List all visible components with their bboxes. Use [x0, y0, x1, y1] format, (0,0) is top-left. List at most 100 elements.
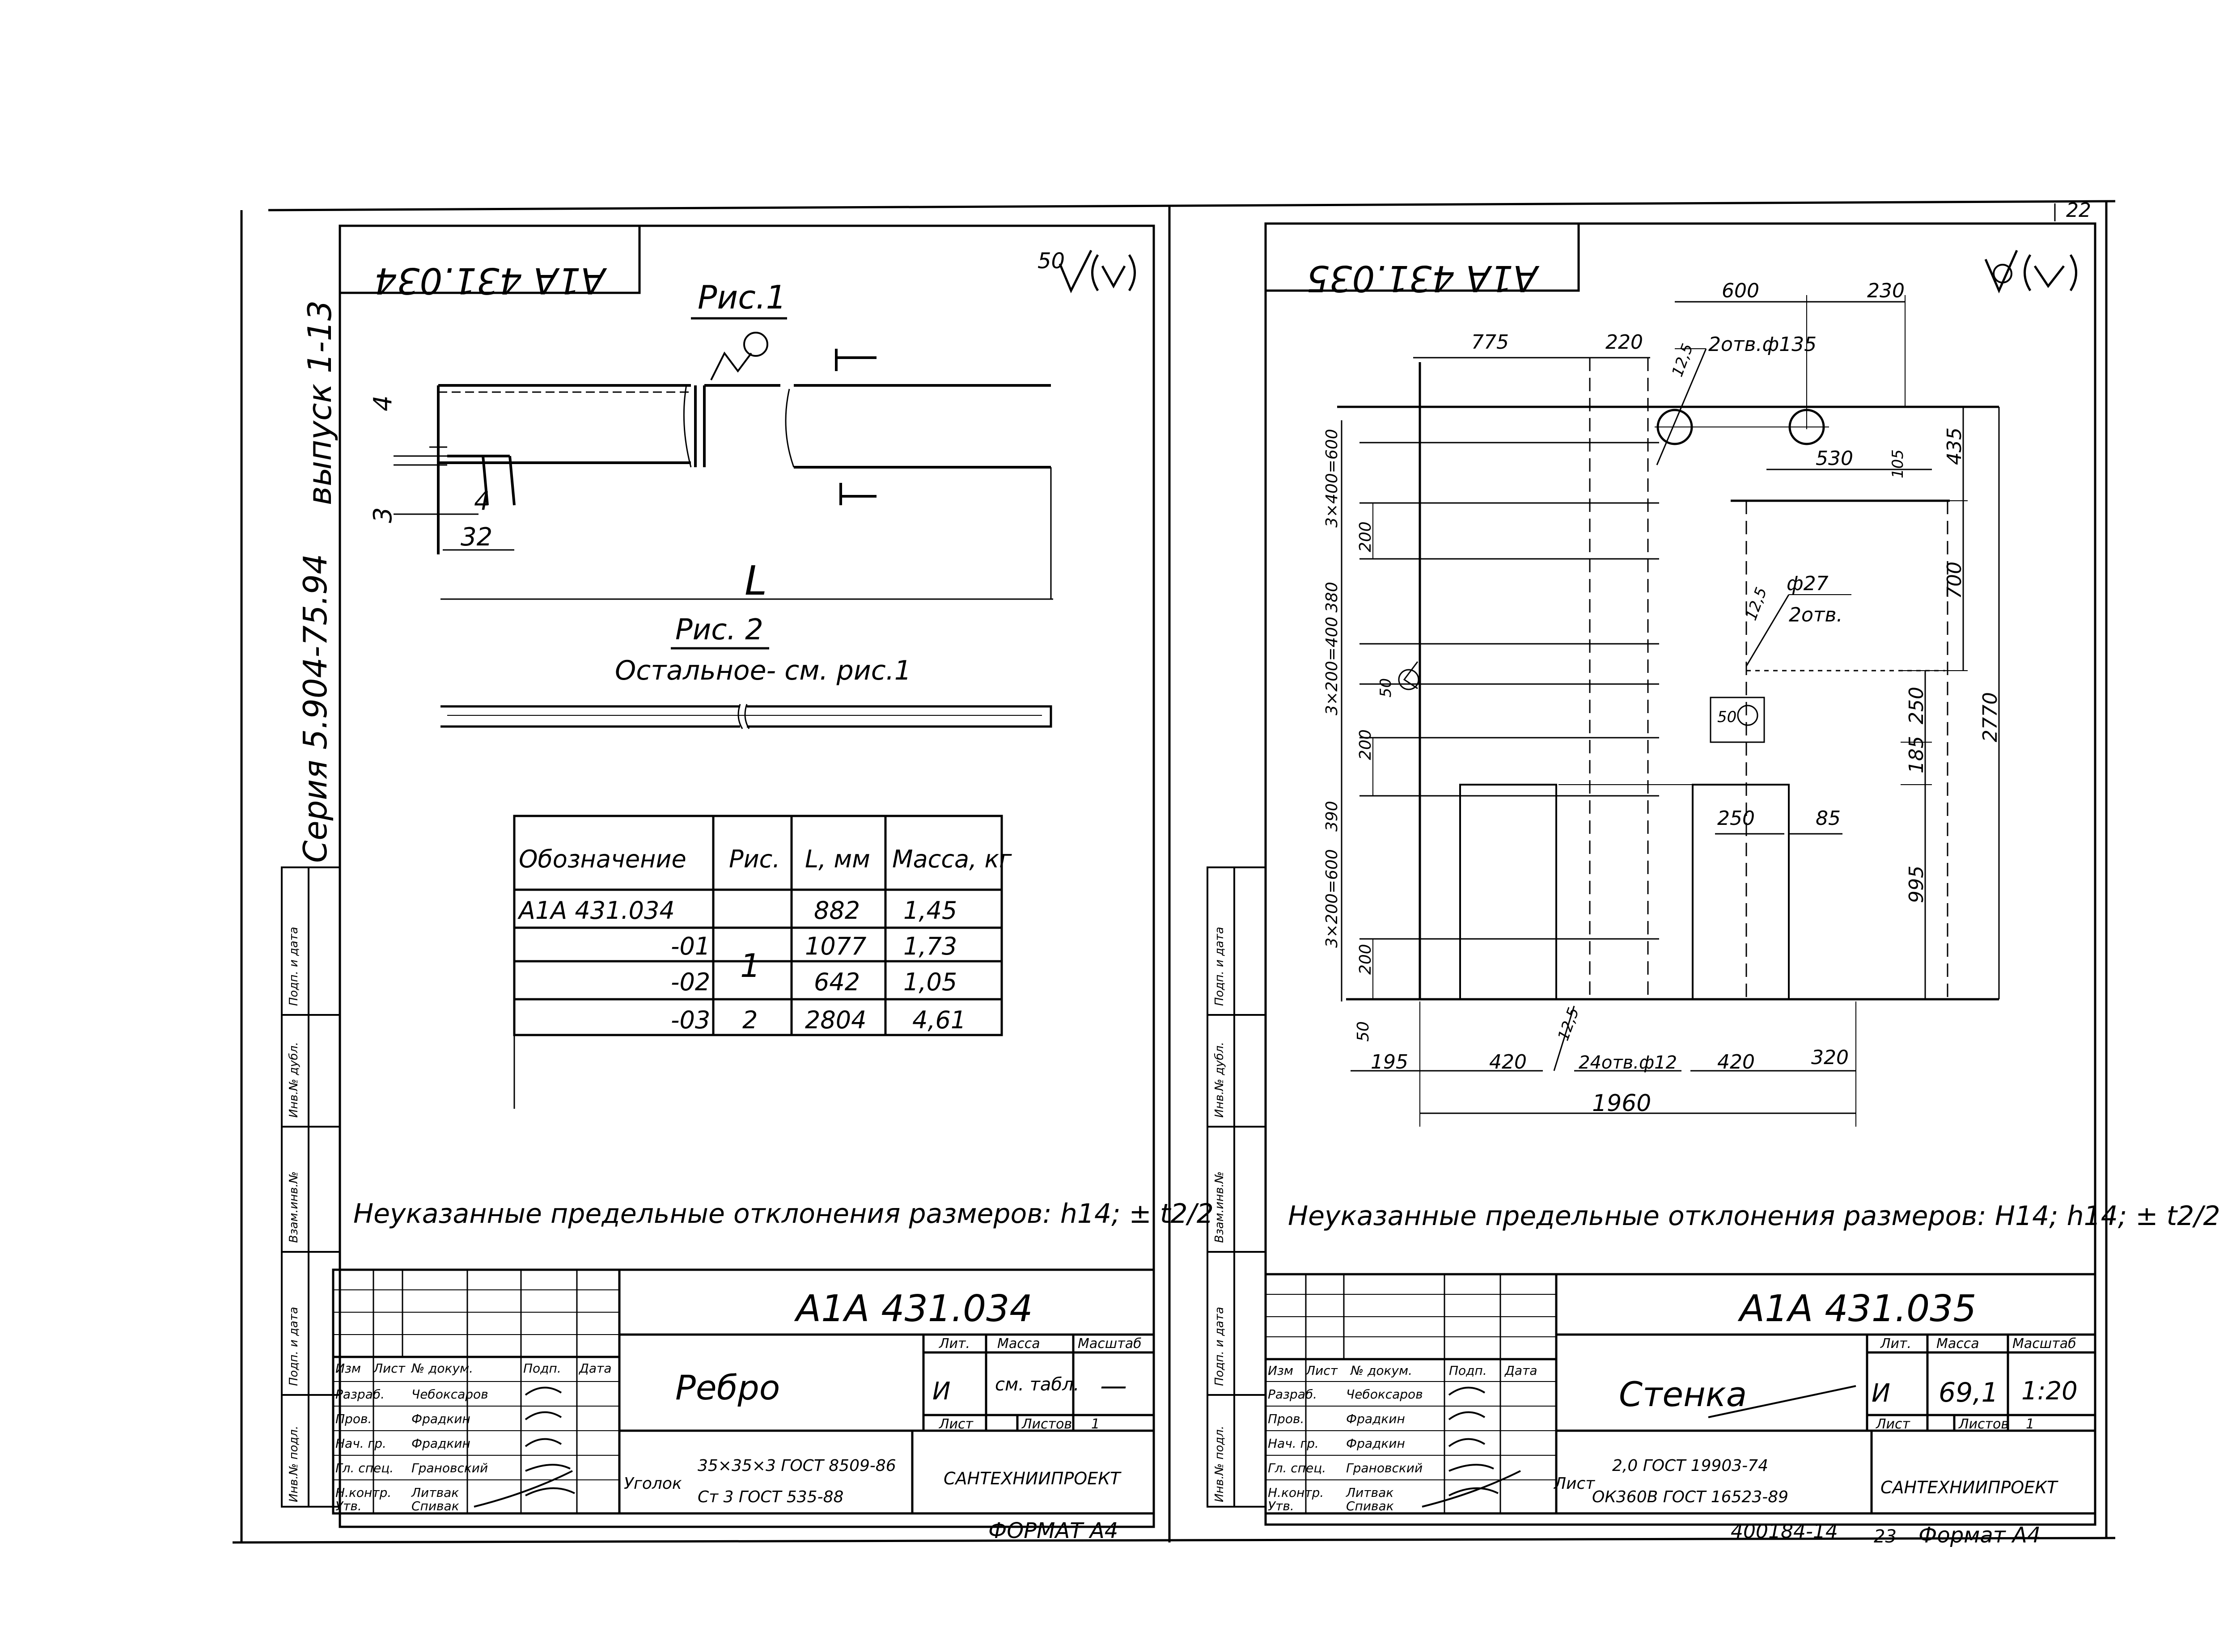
table-cell: 4,61 — [912, 1006, 966, 1034]
footer-page: 23 — [1874, 1526, 1897, 1547]
svg-text:530: 530 — [1816, 447, 1853, 470]
table-cell: 642 — [814, 968, 860, 996]
table-cell: 1,05 — [903, 968, 957, 996]
table-cell: 2804 — [805, 1006, 866, 1034]
fig1-drawing — [394, 332, 1053, 600]
table-cell: А1А 431.034 — [517, 896, 675, 925]
svg-text:Фрадкин: Фрадкин — [1346, 1436, 1405, 1451]
svg-text:2,0 ГОСТ 19903-74: 2,0 ГОСТ 19903-74 — [1612, 1457, 1768, 1475]
svg-text:см. табл.: см. табл. — [995, 1374, 1079, 1395]
svg-text:Нач. гр.: Нач. гр. — [335, 1436, 386, 1451]
svg-text:35×35×3 ГОСТ 8509-86: 35×35×3 ГОСТ 8509-86 — [698, 1457, 896, 1475]
left-side-block — [281, 866, 341, 1508]
svg-text:1: 1 — [1091, 1416, 1100, 1432]
svg-text:Подп.: Подп. — [523, 1361, 561, 1376]
svg-text:50: 50 — [1354, 1021, 1372, 1042]
right-side-block — [1207, 866, 1266, 1508]
svg-text:ф27: ф27 — [1787, 572, 1829, 595]
left-code-box: А1А 431.034 — [339, 224, 641, 301]
svg-text:Листов: Листов — [1958, 1416, 2009, 1432]
svg-text:105: 105 — [1889, 449, 1907, 478]
svg-text:50: 50 — [1038, 249, 1065, 274]
svg-text:2770: 2770 — [1979, 692, 2002, 742]
svg-text:2отв.: 2отв. — [1789, 604, 1842, 626]
svg-text:200: 200 — [1356, 944, 1375, 975]
svg-text:Лит.: Лит. — [1880, 1336, 1911, 1352]
svg-text:Изм: Изм — [335, 1361, 361, 1376]
right-tb-org: САНТЕХНИИПРОЕКТ — [1880, 1478, 2058, 1497]
side-label: Подп. и дата — [287, 927, 301, 1006]
svg-text:ОК360В ГОСТ 16523-89: ОК360В ГОСТ 16523-89 — [1592, 1488, 1788, 1506]
wall-drawing — [1337, 295, 2000, 1127]
svg-text:Нач. гр.: Нач. гр. — [1268, 1436, 1319, 1451]
svg-text:420: 420 — [1717, 1051, 1755, 1073]
svg-text:1: 1 — [2026, 1416, 2034, 1432]
right-side-labels: Подп. и дата Инв.№ дубл. Взам.инв.№ Подп… — [1213, 927, 1226, 1502]
series-label: Серия 5.904-75.94 — [296, 554, 334, 863]
svg-text:Лист: Лист — [939, 1416, 974, 1432]
svg-text:Гл. спец.: Гл. спец. — [335, 1461, 394, 1475]
right-code-mirrored: А1А 431.035 — [1307, 258, 1540, 299]
svg-text:Грановский: Грановский — [1346, 1461, 1423, 1475]
svg-text:Грановский: Грановский — [411, 1461, 488, 1475]
svg-text:2отв.ф135: 2отв.ф135 — [1708, 333, 1817, 356]
svg-text:390: 390 — [1323, 801, 1341, 832]
svg-text:Масса: Масса — [1936, 1336, 1979, 1352]
svg-text:Дата: Дата — [578, 1361, 612, 1376]
fig2-drawing — [440, 704, 1052, 729]
svg-text:Листов: Листов — [1021, 1416, 1072, 1432]
svg-text:995: 995 — [1905, 866, 1928, 903]
svg-text:195: 195 — [1371, 1051, 1408, 1073]
svg-text:Лист: Лист — [373, 1361, 406, 1376]
table-header: L, мм — [805, 845, 870, 873]
svg-text:Ст 3 ГОСТ 535-88: Ст 3 ГОСТ 535-88 — [698, 1488, 843, 1506]
svg-text:Гл. спец.: Гл. спец. — [1268, 1461, 1326, 1475]
svg-text:1:20: 1:20 — [2021, 1377, 2078, 1406]
svg-text:Литвак: Литвак — [1346, 1485, 1393, 1500]
signatures — [474, 1386, 575, 1508]
svg-text:Масса: Масса — [997, 1336, 1040, 1352]
svg-text:Дата: Дата — [1504, 1363, 1537, 1378]
svg-text:3: 3 — [368, 507, 398, 523]
svg-text:3×400=600: 3×400=600 — [1323, 429, 1341, 528]
svg-text:Спивак: Спивак — [1346, 1499, 1394, 1513]
svg-text:Изм: Изм — [1268, 1363, 1293, 1378]
svg-text:Лит.: Лит. — [939, 1336, 970, 1352]
variants-table — [513, 815, 1003, 1109]
svg-text:1960: 1960 — [1592, 1090, 1651, 1117]
svg-text:50: 50 — [1717, 708, 1736, 726]
fig2-note: Остальное- см. рис.1 — [615, 655, 911, 686]
table-cell: -03 — [671, 1006, 710, 1034]
right-title-block-text: А1А 431.035 Стенка Лит. Масса Масштаб И … — [1268, 1288, 2078, 1513]
side-stamp: Серия 5.904-75.94 выпуск 1-13 — [296, 300, 339, 863]
svg-text:Спивак: Спивак — [411, 1499, 459, 1513]
svg-text:700: 700 — [1943, 562, 1966, 599]
side-label: Инв.№ дубл. — [1213, 1042, 1226, 1118]
right-title-block — [1264, 1273, 2096, 1515]
svg-text:4: 4 — [474, 487, 490, 516]
svg-text:230: 230 — [1867, 279, 1905, 302]
svg-text:200: 200 — [1356, 729, 1375, 760]
svg-text:Разраб.: Разраб. — [335, 1387, 385, 1402]
svg-text:3×200=600: 3×200=600 — [1323, 849, 1341, 948]
svg-text:12,5: 12,5 — [1554, 1005, 1583, 1043]
svg-text:200: 200 — [1356, 521, 1375, 552]
side-label: Взам.инв.№ — [287, 1171, 301, 1243]
table-header: Обозначение — [519, 845, 686, 873]
svg-text:3×200=400: 3×200=400 — [1323, 617, 1341, 715]
svg-text:220: 220 — [1605, 331, 1643, 354]
svg-text:24отв.ф12: 24отв.ф12 — [1579, 1052, 1677, 1073]
wall-dims: 775 220 600 230 12,5 2отв.ф135 530 105 4… — [1323, 279, 2002, 1117]
table-cell: 1,45 — [903, 896, 957, 925]
svg-text:50: 50 — [1377, 678, 1395, 697]
table-cell: -01 — [671, 932, 710, 960]
footer-code: 400184-14 — [1731, 1520, 1838, 1543]
svg-text:Фрадкин: Фрадкин — [1346, 1411, 1405, 1426]
signatures — [1422, 1386, 1521, 1508]
svg-text:L: L — [745, 558, 767, 604]
left-format: ФОРМАТ А4 — [988, 1518, 1118, 1543]
page-number: 22 — [2066, 199, 2091, 222]
left-title-block — [332, 1268, 1155, 1515]
svg-text:420: 420 — [1489, 1051, 1527, 1073]
